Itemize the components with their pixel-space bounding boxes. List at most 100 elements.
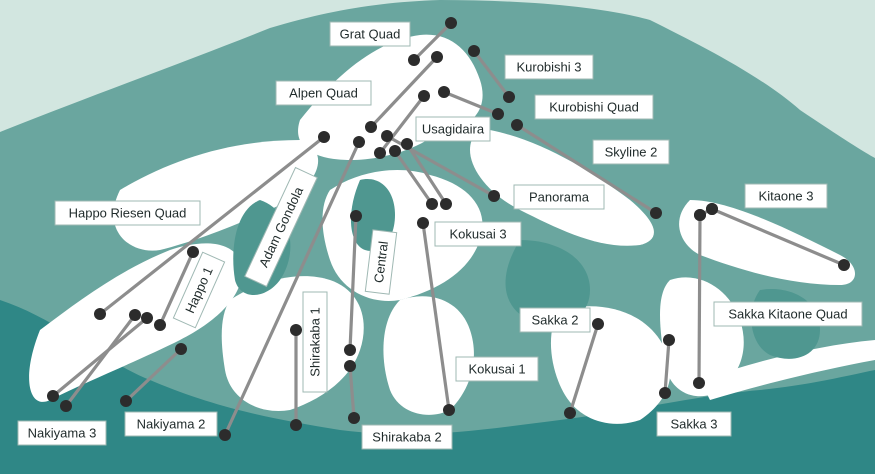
- lift-station-happo-1-a[interactable]: [154, 319, 166, 331]
- lift-label-box: [504, 54, 594, 80]
- lift-station-kurobishi-3-a[interactable]: [468, 45, 480, 57]
- lift-station-sakka-kitaone-quad-b[interactable]: [693, 377, 705, 389]
- lift-station-kurobishi-quad-b[interactable]: [492, 108, 504, 120]
- lift-label-sakka-kitaone-quad[interactable]: Sakka Kitaone Quad: [713, 301, 863, 327]
- lift-station-sakka-2-a[interactable]: [564, 407, 576, 419]
- lift-station-shirakaba-1-b[interactable]: [290, 419, 302, 431]
- lift-station-sakka-3-b[interactable]: [659, 387, 671, 399]
- lift-label-kurobishi-quad[interactable]: Kurobishi Quad: [534, 94, 654, 120]
- lift-station-shirakaba-1-a[interactable]: [290, 324, 302, 336]
- valley-floor: [0, 300, 875, 474]
- lift-station-kokusai-3-b[interactable]: [440, 198, 452, 210]
- lift-cable-sakka-3: [663, 338, 671, 395]
- lift-station-alpen-quad-b[interactable]: [431, 51, 443, 63]
- lift-cable-shirakaba-2: [348, 364, 356, 420]
- lift-station-kokusai-3-a[interactable]: [389, 145, 401, 157]
- lift-label-text: Kitaone 3: [759, 189, 814, 204]
- lift-label-kokusai-1[interactable]: Kokusai 1: [455, 356, 539, 382]
- lift-station-kokusai-1-b[interactable]: [443, 404, 455, 416]
- lift-label-happo-riesen-quad[interactable]: Happo Riesen Quad: [54, 200, 201, 226]
- lift-kurobishi-quad: [438, 86, 504, 120]
- lift-kurobishi-3: [468, 45, 515, 103]
- lift-station-kokusai-3-b[interactable]: [426, 198, 438, 210]
- lift-usagidaira: [374, 90, 430, 159]
- lift-label-nakiyama-2[interactable]: Nakiyama 2: [124, 411, 218, 437]
- lift-label-skyline-2[interactable]: Skyline 2: [592, 139, 670, 165]
- lift-cable-nakiyama-3: [51, 316, 149, 398]
- lift-station-happo-riesen-quad-b[interactable]: [318, 131, 330, 143]
- lift-label-alpen-quad[interactable]: Alpen Quad: [275, 80, 372, 106]
- lift-cable-happo-riesen-quad: [98, 135, 326, 316]
- lift-station-shirakaba-2-b[interactable]: [348, 412, 360, 424]
- lift-station-panorama-a[interactable]: [381, 130, 393, 142]
- lift-station-kokusai-1-a[interactable]: [417, 217, 429, 229]
- lift-label-sakka-2[interactable]: Sakka 2: [519, 307, 591, 333]
- lift-cable-skyline-2: [515, 123, 658, 215]
- lift-station-nakiyama-3-a[interactable]: [60, 400, 72, 412]
- lift-label-sakka-3[interactable]: Sakka 3: [656, 411, 732, 437]
- lift-station-happo-1-b[interactable]: [187, 246, 199, 258]
- lift-station-shirakaba-2-a[interactable]: [344, 360, 356, 372]
- lift-label-box: [364, 229, 398, 295]
- lift-label-box: [434, 221, 522, 247]
- lift-station-skyline-2-b[interactable]: [650, 207, 662, 219]
- lift-label-kurobishi-3[interactable]: Kurobishi 3: [504, 54, 594, 80]
- lift-station-grat-quad-a[interactable]: [408, 54, 420, 66]
- lift-station-skyline-2-a[interactable]: [511, 119, 523, 131]
- lift-label-shirakaba-1[interactable]: Shirakaba 1: [302, 291, 328, 393]
- lift-station-sakka-3-a[interactable]: [663, 334, 675, 346]
- lift-station-sakka-kitaone-quad-a[interactable]: [694, 209, 706, 221]
- lift-station-happo-riesen-quad-a[interactable]: [94, 308, 106, 320]
- lift-station-central-a[interactable]: [350, 210, 362, 222]
- lift-station-adam-gondola-a[interactable]: [219, 429, 231, 441]
- lift-station-nakiyama-2-a[interactable]: [120, 395, 132, 407]
- lift-station-usagidaira-a[interactable]: [374, 147, 386, 159]
- lift-label-text: Skyline 2: [605, 145, 658, 160]
- lift-label-text: Panorama: [529, 190, 590, 205]
- lift-label-box: [513, 184, 605, 210]
- lift-station-alpen-quad-a[interactable]: [365, 121, 377, 133]
- lift-station-kurobishi-3-b[interactable]: [503, 91, 515, 103]
- lift-station-kokusai-3-a[interactable]: [401, 138, 413, 150]
- lift-label-box: [172, 251, 226, 329]
- lift-station-usagidaira-b[interactable]: [418, 90, 430, 102]
- lift-label-box: [534, 94, 654, 120]
- lift-station-nakiyama-2-b[interactable]: [175, 343, 187, 355]
- lift-station-nakiyama-3-b[interactable]: [141, 312, 153, 324]
- lift-cable-kurobishi-quad: [442, 90, 500, 116]
- lift-label-usagidaira[interactable]: Usagidaira: [415, 116, 491, 142]
- lift-station-kurobishi-quad-a[interactable]: [438, 86, 450, 98]
- lift-label-text: Kokusai 3: [449, 227, 506, 242]
- lift-station-kitaone-3-b[interactable]: [706, 203, 718, 215]
- lift-station-central-b[interactable]: [344, 344, 356, 356]
- lift-station-sakka-2-b[interactable]: [592, 318, 604, 330]
- forest-right-mid: [505, 240, 590, 324]
- lift-station-panorama-b[interactable]: [488, 190, 500, 202]
- lift-station-kitaone-3-b[interactable]: [838, 259, 850, 271]
- lift-label-grat-quad[interactable]: Grat Quad: [329, 21, 411, 47]
- lift-label-box: [455, 356, 539, 382]
- lift-label-box: [124, 411, 218, 437]
- lift-label-central[interactable]: Central: [364, 229, 398, 295]
- lift-cable-alpen-quad: [369, 55, 439, 129]
- lift-nakiyama-3: [47, 309, 153, 412]
- lift-station-adam-gondola-b[interactable]: [353, 136, 365, 148]
- lift-cable-sakka-kitaone-quad: [697, 213, 702, 385]
- lift-label-text: Sakka Kitaone Quad: [728, 307, 847, 322]
- lift-grat-quad: [408, 17, 457, 66]
- lift-station-grat-quad-b[interactable]: [445, 17, 457, 29]
- lift-kokusai-3: [389, 138, 452, 210]
- snow-base-right: [700, 340, 875, 400]
- lift-adam-gondola: [219, 136, 365, 441]
- lift-station-nakiyama-3-a[interactable]: [47, 390, 59, 402]
- lift-label-text: Grat Quad: [340, 27, 401, 42]
- lift-label-text: Usagidaira: [422, 122, 485, 137]
- lift-label-kokusai-3[interactable]: Kokusai 3: [434, 221, 522, 247]
- lift-label-shirakaba-2[interactable]: Shirakaba 2: [361, 424, 453, 450]
- lift-label-nakiyama-3[interactable]: Nakiyama 3: [17, 420, 107, 446]
- lift-label-kitaone-3[interactable]: Kitaone 3: [744, 183, 828, 209]
- lift-label-text: Kurobishi Quad: [549, 100, 639, 115]
- lift-station-nakiyama-3-b[interactable]: [129, 309, 141, 321]
- lift-label-panorama[interactable]: Panorama: [513, 184, 605, 210]
